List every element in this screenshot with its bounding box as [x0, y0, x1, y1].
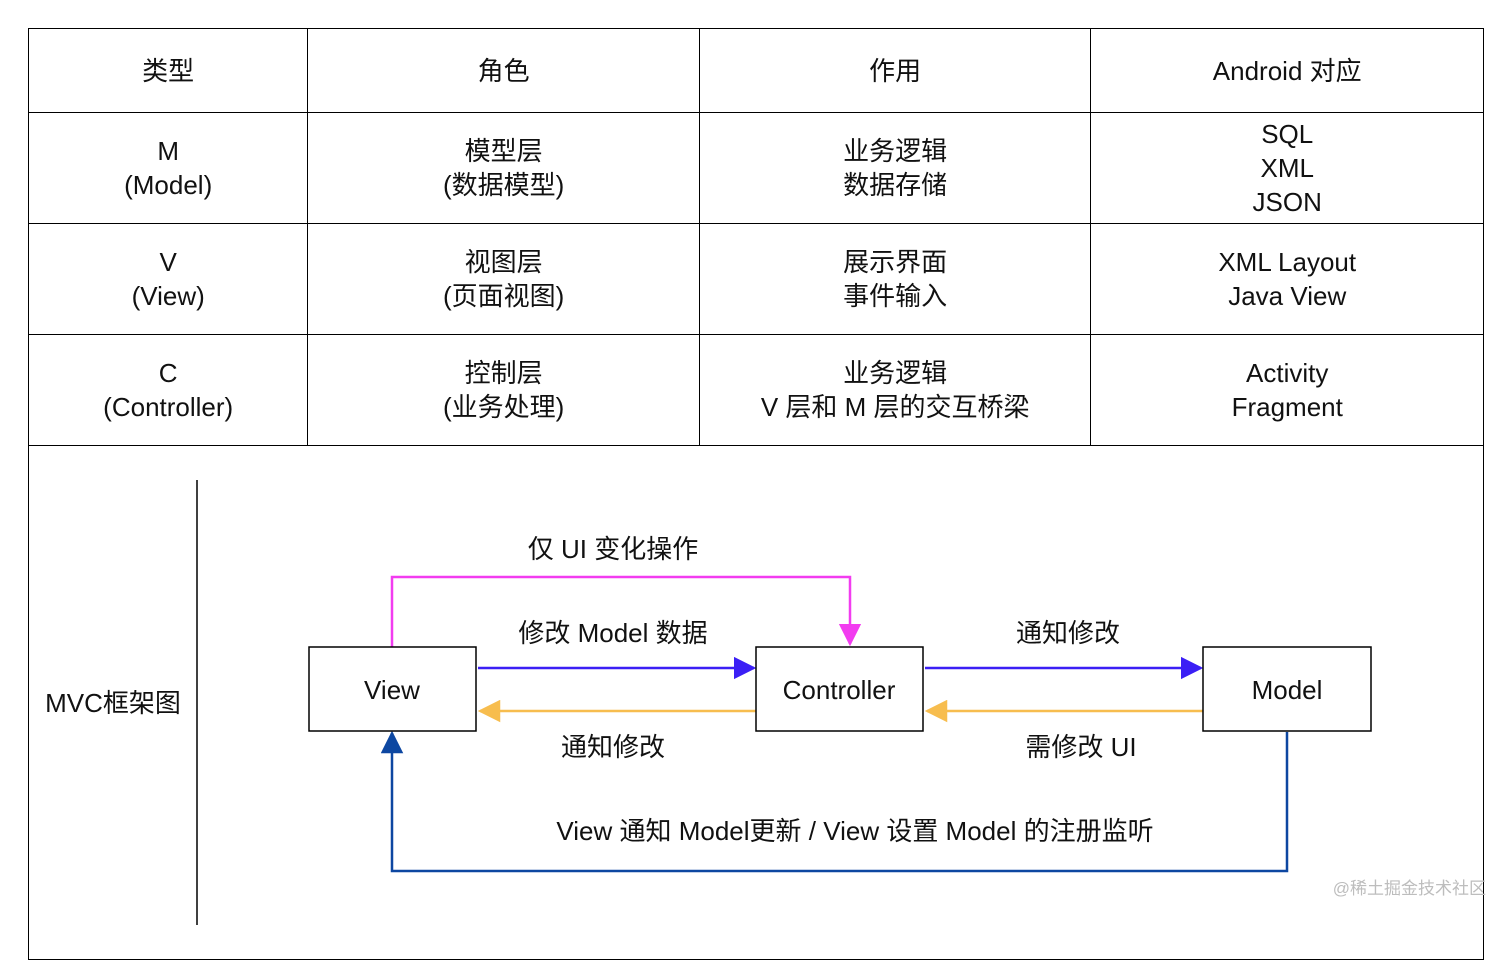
cell-role: 模型层(数据模型)	[307, 112, 700, 224]
cell-type: C(Controller)	[27, 334, 309, 446]
arrow-ui-only	[390, 575, 862, 647]
cell-type: V(View)	[27, 223, 309, 335]
label-notify-view: 通知修改	[561, 732, 665, 762]
table-header-row: 类型 角色 作用 Android 对应	[27, 28, 1484, 113]
cell-type: M(Model)	[27, 112, 309, 224]
cell-role: 控制层(业务处理)	[307, 334, 700, 446]
node-controller: Controller	[755, 646, 924, 732]
diagram-label: MVC框架图	[45, 688, 181, 718]
mvc-diagram: MVC框架图 仅 UI 变化操作 修改 Model 数据 通知修改 通知修改 需…	[45, 480, 1372, 925]
cell-role: 视图层(页面视图)	[307, 223, 700, 335]
table-row-diagram: MVC框架图 仅 UI 变化操作 修改 Model 数据 通知修改 通知修改 需…	[28, 445, 1484, 960]
label-need-modify-ui: 需修改 UI	[1025, 732, 1136, 762]
node-view: View	[308, 646, 477, 732]
arrow-model-to-view	[380, 730, 1289, 873]
label-bottom-loop: View 通知 Model更新 / View 设置 Model 的注册监听	[556, 816, 1153, 846]
cell-function: 展示界面事件输入	[698, 223, 1092, 335]
header-function: 作用	[698, 28, 1092, 113]
label-ui-only: 仅 UI 变化操作	[528, 534, 698, 564]
label-modify-model-data: 修改 Model 数据	[518, 618, 707, 648]
svg-text:Model: Model	[1252, 675, 1323, 705]
header-role: 角色	[307, 28, 700, 113]
watermark: @稀土掘金技术社区	[1332, 879, 1486, 898]
mvc-table: 类型 角色 作用 Android 对应 M(Model) 模型层(数据模型) 业…	[27, 28, 1484, 960]
svg-text:View: View	[364, 675, 420, 705]
header-android: Android 对应	[1090, 28, 1484, 113]
label-notify-model: 通知修改	[1016, 618, 1120, 648]
diagram-cell: MVC框架图 仅 UI 变化操作 修改 Model 数据 通知修改 通知修改 需…	[28, 445, 1484, 960]
header-type: 类型	[27, 28, 309, 113]
svg-text:Controller: Controller	[783, 675, 896, 705]
cell-function: 业务逻辑数据存储	[698, 112, 1092, 224]
node-model: Model	[1202, 646, 1372, 732]
